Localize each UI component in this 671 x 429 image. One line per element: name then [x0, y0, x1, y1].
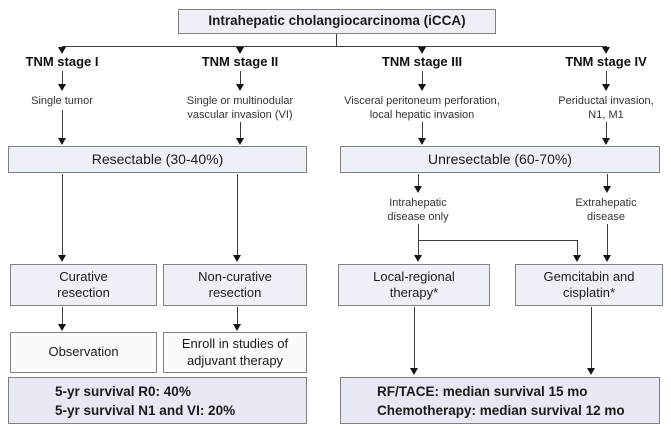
desc-line: disease only — [387, 211, 449, 224]
node-label: Non-curative — [198, 268, 272, 284]
connector — [422, 122, 423, 140]
node-tnm-stage-2: TNM stage II — [201, 54, 279, 69]
desc-line: Intrahepatic — [389, 197, 447, 209]
node-label: Unresectable (60-70%) — [428, 150, 572, 167]
node-icca-root: Intrahepatic cholangiocarcinoma (iCCA) — [178, 9, 496, 34]
node-stage1-criteria: Single tumor — [0, 94, 124, 108]
arrow-down-icon — [58, 138, 66, 145]
connector-root-branch — [62, 46, 607, 47]
node-stage2-criteria: Single or multinodular vascular invasion… — [155, 94, 325, 123]
connector — [237, 174, 238, 256]
arrow-down-icon — [414, 255, 422, 262]
arrow-down-icon — [236, 84, 244, 91]
desc-line: Periductal invasion, — [558, 95, 654, 107]
arrow-down-icon — [603, 186, 611, 193]
arrow-down-icon — [418, 138, 426, 145]
summary-line: 5-yr survival R0: 40% — [55, 383, 191, 399]
connector — [62, 174, 63, 256]
desc-line: local hepatic invasion — [369, 109, 475, 122]
arrow-down-icon — [418, 47, 426, 54]
desc-line: Single tumor — [31, 95, 93, 107]
arrow-down-icon — [233, 255, 241, 262]
node-label: Gemcitabin and — [543, 268, 635, 284]
node-label: Resectable (30-40%) — [91, 150, 224, 167]
arrow-down-icon — [58, 84, 66, 91]
connector — [607, 174, 608, 188]
summary-line: Chemotherapy: median survival 12 mo — [377, 402, 625, 418]
desc-line: Extrahepatic — [575, 197, 637, 209]
node-label: Enroll in studies of — [181, 336, 289, 352]
node-survival-resected: 5-yr survival R0: 40% 5-yr survival N1 a… — [8, 377, 307, 424]
node-local-regional-therapy: Local-regional therapy* — [338, 264, 490, 306]
connector — [240, 122, 241, 140]
desc-line: N1, M1 — [588, 109, 624, 122]
node-label: adjuvant therapy — [186, 352, 284, 368]
node-intrahepatic-disease: Intrahepatic disease only — [348, 196, 488, 225]
connector — [240, 71, 241, 85]
arrow-down-icon — [603, 255, 611, 262]
node-tnm-stage-1: TNM stage I — [25, 54, 99, 69]
connector — [237, 307, 238, 325]
arrow-down-icon — [602, 138, 610, 145]
arrow-down-icon — [418, 84, 426, 91]
arrow-down-icon — [573, 255, 581, 262]
desc-line: vascular invasion (VI) — [187, 109, 293, 122]
arrow-down-icon — [58, 47, 66, 54]
arrow-down-icon — [602, 47, 610, 54]
arrow-down-icon — [236, 47, 244, 54]
node-extrahepatic-disease: Extrahepatic disease — [536, 196, 671, 225]
desc-line: disease — [587, 211, 625, 224]
node-label: therapy* — [389, 285, 439, 300]
node-label: Local-regional — [373, 268, 455, 284]
arrow-down-icon — [236, 138, 244, 145]
connector — [607, 224, 608, 256]
node-label: Curative — [59, 268, 108, 284]
node-survival-unresected: RF/TACE: median survival 15 mo Chemother… — [340, 377, 660, 424]
connector — [62, 71, 63, 85]
node-label: Observation — [48, 344, 119, 360]
node-noncurative-resection: Non-curative resection — [163, 264, 307, 306]
node-gemcitabin-cisplatin: Gemcitabin and cisplatin* — [515, 264, 663, 306]
connector — [606, 71, 607, 85]
arrow-down-icon — [58, 255, 66, 262]
connector — [606, 122, 607, 140]
node-label: resection — [57, 285, 110, 300]
connector — [414, 307, 415, 369]
connector — [422, 71, 423, 85]
summary-line: RF/TACE: median survival 15 mo — [377, 383, 588, 399]
node-tnm-stage-3: TNM stage III — [381, 54, 463, 69]
connector-root-stem — [336, 34, 337, 46]
node-unresectable: Unresectable (60-70%) — [340, 146, 660, 173]
arrow-down-icon — [58, 324, 66, 331]
connector — [591, 307, 592, 369]
node-stage3-criteria: Visceral peritoneum perforation, local h… — [330, 94, 514, 123]
connector — [577, 240, 578, 256]
arrow-down-icon — [233, 324, 241, 331]
desc-line: Visceral peritoneum perforation, — [344, 95, 500, 107]
node-label: resection — [208, 285, 262, 300]
node-stage4-criteria: Periductal invasion, N1, M1 — [521, 94, 671, 123]
summary-line: 5-yr survival N1 and VI: 20% — [55, 402, 236, 418]
node-tnm-stage-4: TNM stage IV — [565, 54, 647, 69]
arrow-down-icon — [414, 186, 422, 193]
node-label: cisplatin* — [562, 285, 616, 300]
connector — [62, 110, 63, 140]
connector — [62, 307, 63, 325]
desc-line: Single or multinodular — [186, 95, 294, 107]
arrow-down-icon — [602, 84, 610, 91]
node-curative-resection: Curative resection — [10, 264, 157, 306]
node-label: Intrahepatic cholangiocarcinoma (iCCA) — [208, 13, 466, 29]
node-observation: Observation — [10, 332, 157, 373]
node-resectable: Resectable (30-40%) — [8, 146, 307, 173]
connector-elbow — [418, 240, 578, 241]
node-enroll-adjuvant-studies: Enroll in studies of adjuvant therapy — [163, 332, 307, 373]
arrow-down-icon — [410, 368, 418, 375]
arrow-down-icon — [587, 368, 595, 375]
connector — [418, 174, 419, 188]
